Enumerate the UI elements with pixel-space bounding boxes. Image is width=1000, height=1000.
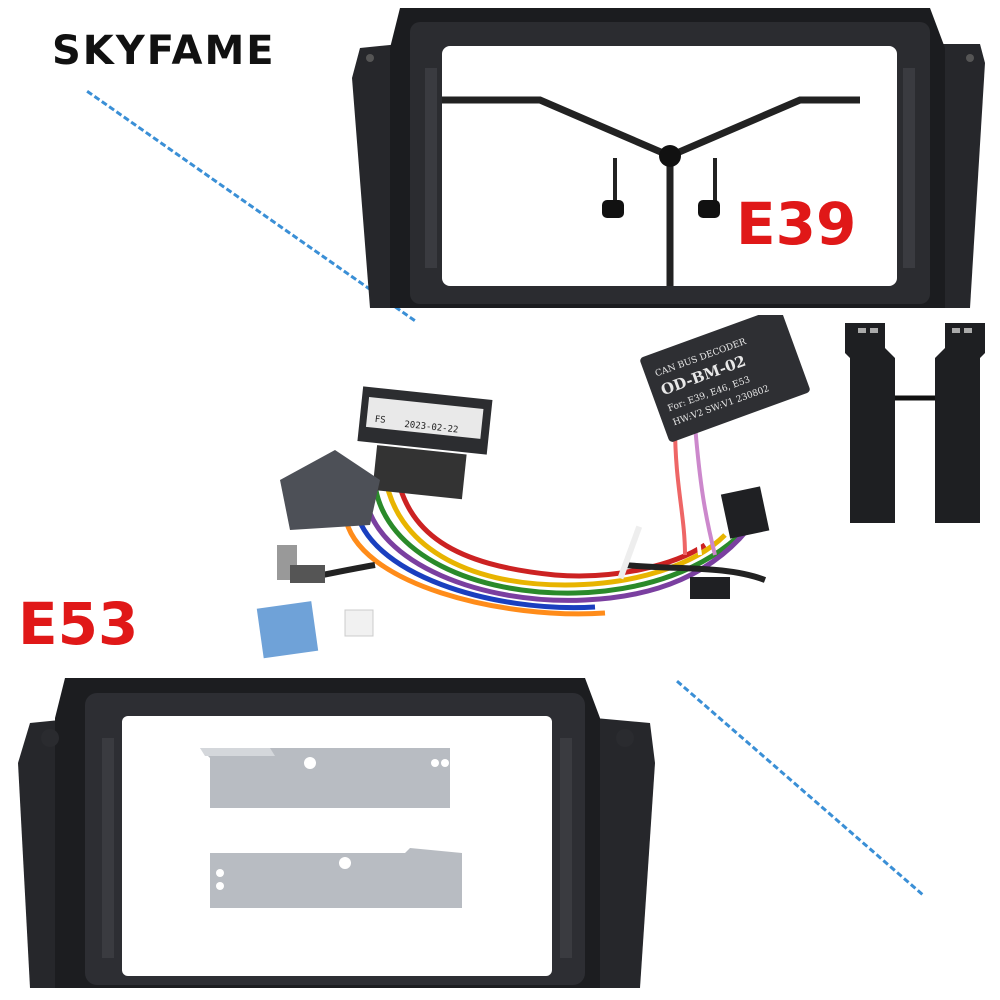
brand-logo: SKYFAME <box>52 28 276 74</box>
wiring-harness-image: FS 2023-02-22 CAN BUS DECODER OD-BM-02 F… <box>256 315 810 659</box>
model-label-e53: E53 <box>18 590 139 658</box>
e53-frame-image <box>18 678 655 988</box>
mounting-brackets-image <box>845 323 985 523</box>
e39-frame-image <box>352 8 985 308</box>
guide-line-bottom <box>676 680 924 896</box>
model-label-e39: E39 <box>736 190 857 258</box>
connector-tag: IF <box>441 533 457 546</box>
harness-label-line1: FS <box>374 415 386 426</box>
